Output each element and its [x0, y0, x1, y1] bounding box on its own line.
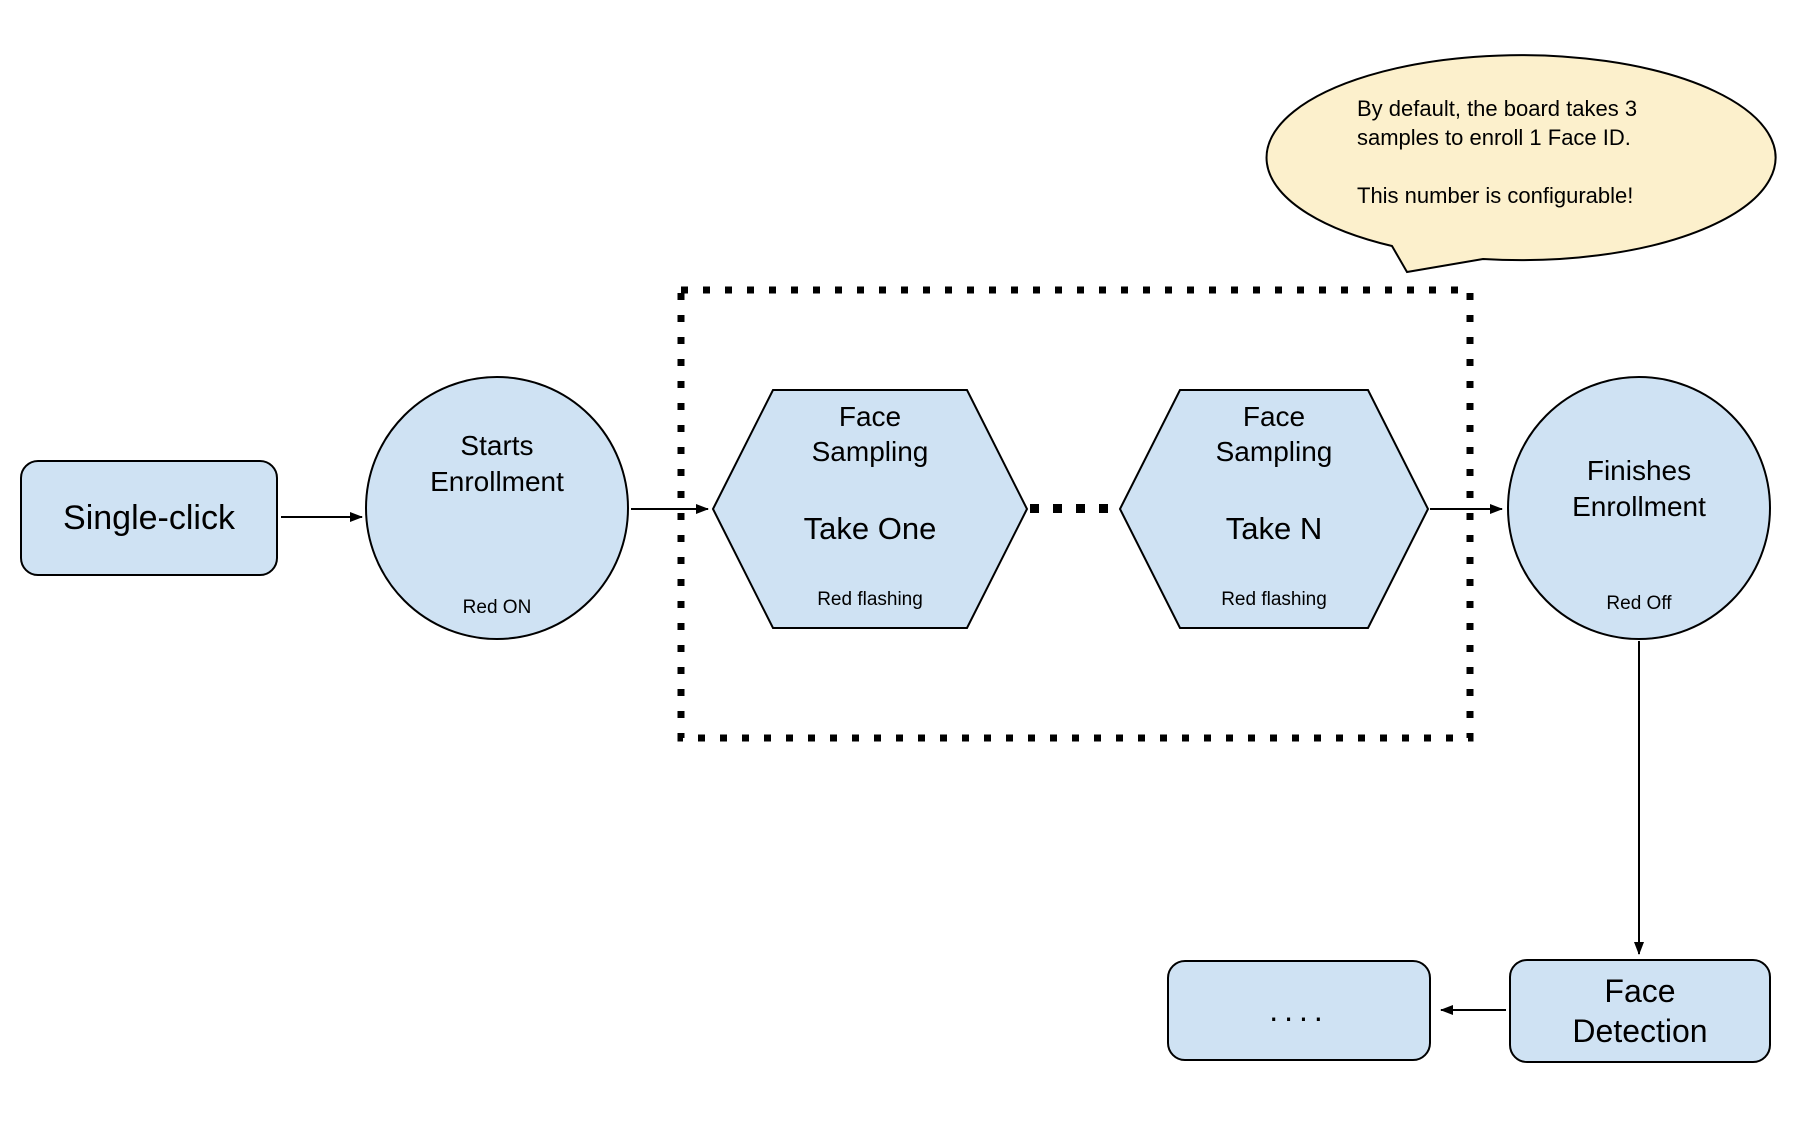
- continuation-node: ....: [1167, 960, 1431, 1061]
- starts-enrollment-title: Starts Enrollment: [430, 430, 564, 497]
- face-detection-node: Face Detection: [1509, 959, 1771, 1063]
- continuation-label: ....: [1269, 992, 1329, 1028]
- finishes-enrollment-node: Finishes Enrollment Red Off: [1507, 376, 1771, 640]
- starts-enrollment-status: Red ON: [462, 597, 532, 618]
- face-sampling-n-hexagon: [1118, 389, 1430, 629]
- loop-ellipsis-dots: [1030, 504, 1108, 513]
- single-click-label: Single-click: [63, 498, 235, 537]
- face-sampling-one-hexagon: [711, 389, 1029, 629]
- callout-text: By default, the board takes 3 samples to…: [1357, 96, 1638, 208]
- callout-bubble: [1265, 54, 1777, 274]
- finishes-enrollment-status: Red Off: [1606, 593, 1672, 614]
- starts-enrollment-node: Starts Enrollment Red ON: [365, 376, 629, 640]
- face-detection-label: Face Detection: [1572, 973, 1708, 1049]
- sampling-loop-dotted-border: [677, 286, 1474, 742]
- finishes-enrollment-title: Finishes Enrollment: [1572, 455, 1706, 522]
- single-click-node: Single-click: [20, 460, 278, 576]
